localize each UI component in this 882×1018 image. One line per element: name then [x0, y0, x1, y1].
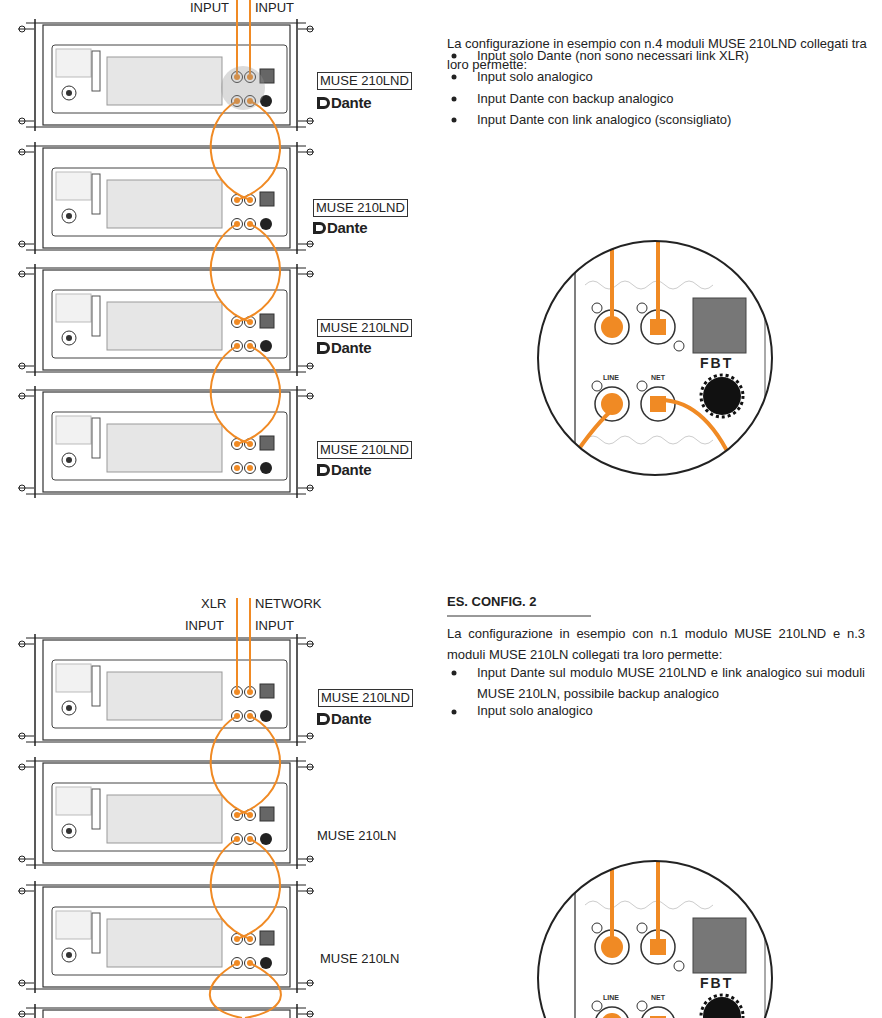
bullet-item: Input solo analogico	[477, 66, 593, 87]
model-label-box: MUSE 210LND	[313, 199, 408, 217]
input-label: INPUT	[190, 0, 229, 18]
description: La configurazione in esempio con n.1 mod…	[447, 623, 865, 665]
model-name: MUSE 210LND	[320, 442, 409, 457]
bullet-item: Input solo analogico	[477, 700, 593, 721]
model-name: MUSE 210LND	[320, 73, 409, 88]
bullet-item: Input Dante sul modulo MUSE 210LND e lin…	[477, 662, 865, 704]
bullet-item: Input solo Dante (non sono necessari lin…	[477, 45, 749, 66]
model-label: MUSE 210LN	[317, 825, 396, 846]
brand-logo: FBT	[700, 355, 733, 371]
model-name: MUSE 210LND	[316, 200, 405, 215]
connector-label: LINE	[603, 373, 619, 382]
input-label: INPUT	[255, 615, 294, 636]
input-label: INPUT	[185, 615, 224, 636]
dante-logo: Dante	[331, 710, 371, 728]
connector-label: LINE	[603, 993, 619, 1002]
bullet-item: Input Dante con backup analogico	[477, 88, 674, 109]
connector-label: NET	[651, 993, 665, 1002]
input-label: XLR	[201, 593, 226, 614]
dante-logo: Dante	[331, 339, 371, 357]
bullet-item: Input Dante con link analogico (sconsigl…	[477, 109, 731, 130]
model-name: MUSE 210LND	[320, 320, 409, 335]
dante-logo: Dante	[331, 94, 371, 112]
model-label-box: MUSE 210LND	[318, 689, 413, 707]
input-label: NETWORK	[255, 593, 321, 614]
model-label: MUSE 210LN	[320, 948, 399, 969]
model-label-box: MUSE 210LND	[317, 72, 412, 90]
model-label-box: MUSE 210LND	[317, 319, 412, 337]
input-label: INPUT	[255, 0, 294, 18]
connector-label: NET	[651, 373, 665, 382]
model-label-box: MUSE 210LND	[317, 441, 412, 459]
dante-logo: Dante	[331, 461, 371, 479]
dante-logo: Dante	[327, 219, 367, 237]
model-name: MUSE 210LND	[321, 690, 410, 705]
section-heading: ES. CONFIG. 2	[447, 591, 537, 612]
brand-logo: FBT	[700, 975, 733, 991]
